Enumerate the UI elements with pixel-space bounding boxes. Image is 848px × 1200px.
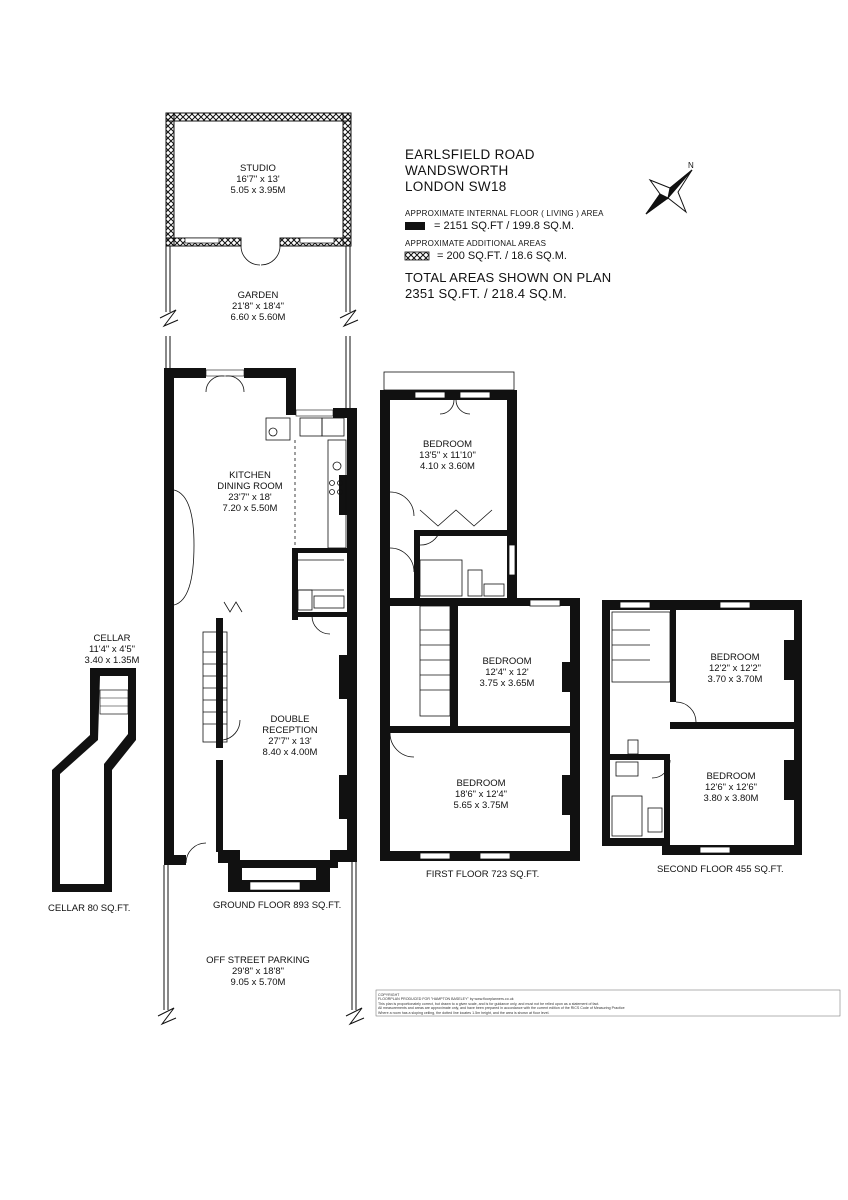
parking-boundary xyxy=(157,862,365,1026)
room-label-ff-bedroom-front: BEDROOM 18'6" x 12'4" 5.65 x 3.75M xyxy=(436,778,526,811)
room-name: GARDEN xyxy=(237,290,279,301)
room-size-imperial: 29'8" x 18'8" xyxy=(231,966,285,977)
room-size-metric: 3.40 x 1.35M xyxy=(84,655,140,666)
additional-area-swatch xyxy=(404,251,430,261)
room-size-metric: 3.75 x 3.65M xyxy=(479,678,535,689)
room-size-metric: 5.65 x 3.75M xyxy=(453,800,509,811)
room-size-imperial: 11'4" x 4'5" xyxy=(88,644,136,655)
room-label-cellar: CELLAR 11'4" x 4'5" 3.40 x 1.35M xyxy=(72,633,152,666)
ground-floor-walls xyxy=(164,368,357,892)
copyright-line: All measurements and areas are approxima… xyxy=(378,1006,625,1011)
room-name: STUDIO xyxy=(240,163,276,174)
room-size-imperial: 12'6" x 12'6" xyxy=(704,782,758,793)
room-name: KITCHEN xyxy=(229,470,271,481)
room-name: DOUBLE xyxy=(270,714,310,725)
total-area-block: TOTAL AREAS SHOWN ON PLAN 2351 SQ.FT. / … xyxy=(405,270,611,302)
studio-outline xyxy=(165,112,352,266)
address-block: EARLSFIELD ROAD WANDSWORTH LONDON SW18 xyxy=(405,147,535,195)
room-size-imperial: 12'2" x 12'2" xyxy=(708,663,762,674)
internal-area-value: = 2151 SQ.FT / 199.8 SQ.M. xyxy=(434,220,575,232)
room-size-imperial: 21'8" x 18'4" xyxy=(231,301,285,312)
internal-area-label: APPROXIMATE INTERNAL FLOOR ( LIVING ) AR… xyxy=(405,209,604,218)
room-label-sf-bedroom-rear: BEDROOM 12'2" x 12'2" 3.70 x 3.70M xyxy=(690,652,780,685)
room-size-imperial: 18'6" x 12'4" xyxy=(454,789,508,800)
room-size-imperial: 12'4" x 12' xyxy=(485,667,529,678)
room-size-metric: 3.80 x 3.80M xyxy=(703,793,759,804)
copyright-line: COPYRIGHT xyxy=(378,993,400,997)
total-area-value: 2351 SQ.FT. / 218.4 SQ.M. xyxy=(405,286,567,301)
copyright-line: This plan is proportionately correct, bu… xyxy=(378,1001,600,1006)
cellar-walls xyxy=(52,668,136,892)
room-name: RECEPTION xyxy=(262,725,318,736)
additional-area-value: = 200 SQ.FT. / 18.6 SQ.M. xyxy=(437,250,567,262)
room-name: BEDROOM xyxy=(706,771,756,782)
room-label-reception: DOUBLE RECEPTION 27'7" x 13' 8.40 x 4.00… xyxy=(240,714,340,758)
room-size-imperial: 16'7" x 13' xyxy=(236,174,280,185)
room-name: BEDROOM xyxy=(456,778,506,789)
compass-north-label: N xyxy=(688,161,694,170)
room-label-sf-bedroom-front: BEDROOM 12'6" x 12'6" 3.80 x 3.80M xyxy=(686,771,776,804)
copyright-notice: COPYRIGHT FLOORPLAN PRODUCED FOR "HAMPTO… xyxy=(378,993,838,1015)
room-label-ff-bedroom-middle: BEDROOM 12'4" x 12' 3.75 x 3.65M xyxy=(462,656,552,689)
room-name: BEDROOM xyxy=(710,652,760,663)
additional-area-label: APPROXIMATE ADDITIONAL AREAS xyxy=(405,239,547,248)
second-floor-walls xyxy=(602,600,802,855)
copyright-box xyxy=(375,989,841,1017)
room-size-metric: 6.60 x 5.60M xyxy=(230,312,286,323)
room-size-imperial: 23'7" x 18' xyxy=(228,492,272,503)
garden-boundary xyxy=(159,246,359,408)
floor-label-cellar: CELLAR 80 SQ.FT. xyxy=(48,903,131,914)
ground-floor-windows xyxy=(205,369,334,891)
room-size-metric: 5.05 x 3.95M xyxy=(230,185,286,196)
room-name: OFF STREET PARKING xyxy=(206,955,310,966)
room-label-parking: OFF STREET PARKING 29'8" x 18'8" 9.05 x … xyxy=(193,955,323,988)
room-size-metric: 3.70 x 3.70M xyxy=(707,674,763,685)
copyright-line: FLOORPLAN PRODUCED FOR "HAMPTON BASELEY"… xyxy=(378,997,514,1002)
room-size-imperial: 13'5" x 11'10" xyxy=(419,450,476,461)
room-size-metric: 9.05 x 5.70M xyxy=(230,977,286,988)
room-size-metric: 4.10 x 3.60M xyxy=(420,461,475,472)
address-line: WANDSWORTH xyxy=(405,163,509,178)
room-name: DINING ROOM xyxy=(217,481,283,492)
floor-label-second: SECOND FLOOR 455 SQ.FT. xyxy=(657,864,784,875)
compass-rose xyxy=(645,169,693,215)
total-area-label: TOTAL AREAS SHOWN ON PLAN xyxy=(405,270,612,285)
room-size-metric: 8.40 x 4.00M xyxy=(262,747,318,758)
room-label-ff-bedroom-rear: BEDROOM 13'5" x 11'10" 4.10 x 3.60M xyxy=(400,439,495,472)
room-size-metric: 7.20 x 5.50M xyxy=(222,503,278,514)
room-name: BEDROOM xyxy=(422,439,473,450)
living-area-swatch xyxy=(405,222,425,230)
floor-label-first: FIRST FLOOR 723 SQ.FT. xyxy=(426,869,540,880)
second-floor-details xyxy=(611,601,751,854)
room-label-garden: GARDEN 21'8" x 18'4" 6.60 x 5.60M xyxy=(208,290,308,323)
room-size-imperial: 27'7" x 13' xyxy=(268,736,312,747)
first-floor-details xyxy=(383,371,561,860)
room-label-kitchen: KITCHEN DINING ROOM 23'7" x 18' 7.20 x 5… xyxy=(200,470,300,514)
copyright-line: Where a room has a sloping ceiling, the … xyxy=(378,1010,550,1015)
room-name: CELLAR xyxy=(93,633,131,644)
floor-label-ground: GROUND FLOOR 893 SQ.FT. xyxy=(213,900,342,911)
room-name: BEDROOM xyxy=(482,656,532,667)
ground-floor-details xyxy=(173,375,347,864)
room-label-studio: STUDIO 16'7" x 13' 5.05 x 3.95M xyxy=(208,163,308,196)
address-line: EARLSFIELD ROAD xyxy=(405,147,535,162)
address-line: LONDON SW18 xyxy=(405,179,507,194)
